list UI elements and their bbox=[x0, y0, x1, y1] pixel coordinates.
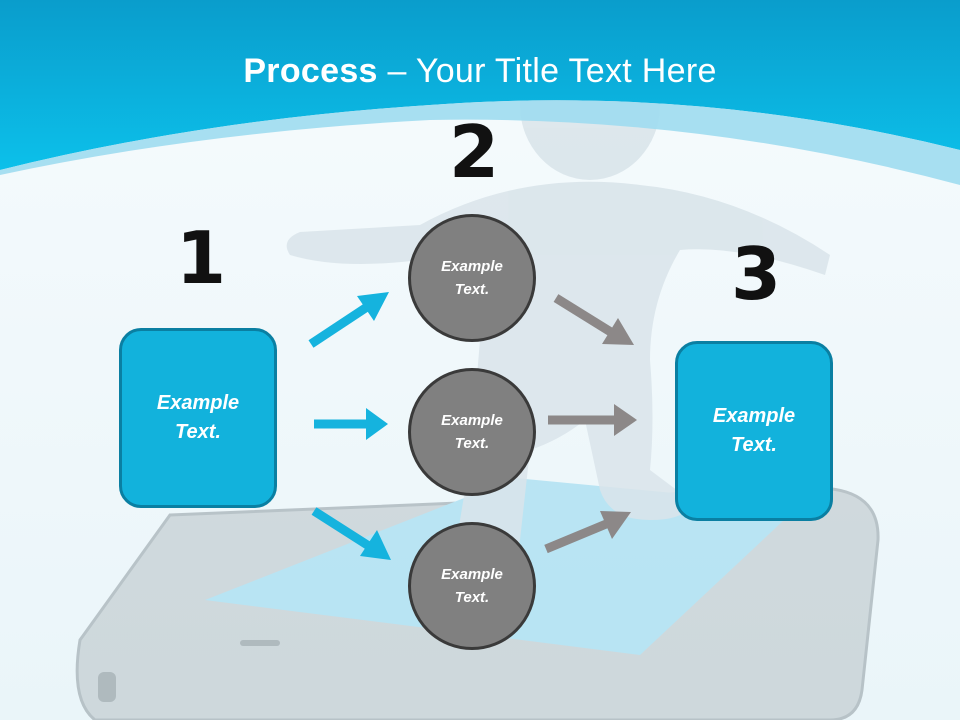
arrow-gray-down bbox=[553, 294, 634, 345]
arrow-blue-down bbox=[311, 507, 391, 560]
arrow-blue-up bbox=[308, 292, 389, 348]
step-number-1: 1 bbox=[176, 216, 227, 300]
step-1-text: Example Text. bbox=[156, 392, 240, 443]
circle-middle-text: Example Text. bbox=[441, 412, 503, 452]
step-3-text: Example Text. bbox=[712, 405, 796, 456]
arrow-gray-up bbox=[544, 511, 631, 554]
arrow-gray-right bbox=[548, 404, 637, 436]
header-wave bbox=[0, 0, 960, 170]
circle-bottom-text: Example Text. bbox=[441, 566, 503, 606]
circle-top: Example Text. bbox=[408, 214, 536, 342]
arrow-blue-right bbox=[314, 408, 388, 440]
circle-bottom: Example Text. bbox=[408, 522, 536, 650]
step-3-box: Example Text. bbox=[675, 341, 833, 521]
title-rest: – Your Title Text Here bbox=[377, 52, 717, 90]
step-number-2: 2 bbox=[449, 110, 500, 194]
slide-title: Process – Your Title Text Here bbox=[0, 52, 960, 91]
step-number-3: 3 bbox=[731, 232, 782, 316]
step-1-box: Example Text. bbox=[119, 328, 277, 508]
circle-top-text: Example Text. bbox=[441, 258, 503, 298]
circle-middle: Example Text. bbox=[408, 368, 536, 496]
title-bold: Process bbox=[243, 52, 378, 90]
